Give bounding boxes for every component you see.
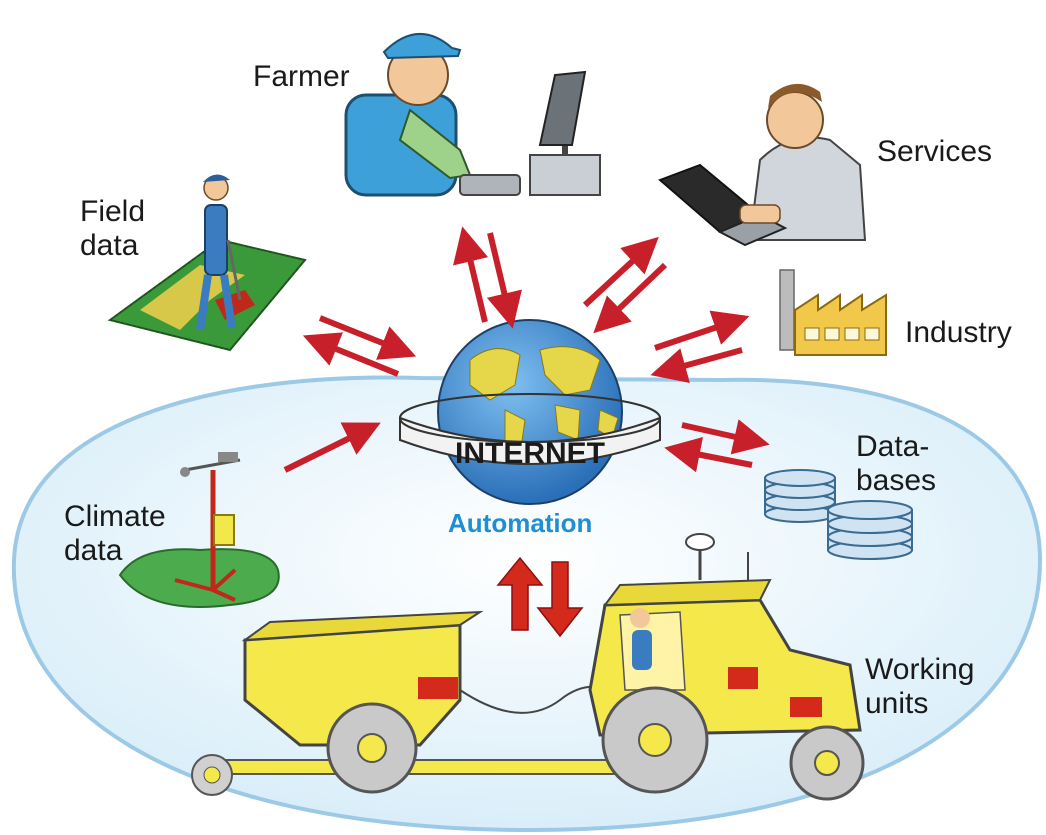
arrow-to-services <box>582 236 659 308</box>
internet-globe <box>437 319 623 505</box>
climate-data-label-line2: data <box>64 534 123 567</box>
arrow-down-automation <box>536 561 584 638</box>
databases-label-line1: Data- <box>856 430 930 463</box>
working-units-label: Working units <box>865 653 974 721</box>
climate-data-label-line1: Climate <box>64 500 166 533</box>
climate-data-label: Climate data <box>64 500 166 568</box>
working-units-label-line2: units <box>865 687 929 720</box>
arrow-from-climate <box>283 422 381 473</box>
databases-label-line2: bases <box>856 464 937 497</box>
industry-icon <box>779 269 887 356</box>
arrow-to-industry <box>654 310 750 351</box>
field-data-label: Field data <box>80 195 145 263</box>
arrow-to-databases <box>681 419 770 455</box>
working-units-label-line1: Working <box>865 653 975 686</box>
arrow-from-field <box>318 315 417 360</box>
climate-station-illustration <box>118 452 280 608</box>
field-data-illustration <box>107 174 307 352</box>
arrow-to-farmer <box>453 226 489 323</box>
automation-label: Automation <box>448 508 593 538</box>
arrow-from-services <box>593 262 668 334</box>
services-illustration <box>658 83 867 247</box>
industry-label: Industry <box>905 316 1012 349</box>
field-data-label-line2: data <box>80 229 139 262</box>
arrow-from-farmer <box>486 232 522 329</box>
databases-icon <box>764 469 913 560</box>
arrow-to-field <box>302 332 400 377</box>
working-units-illustration <box>191 533 865 801</box>
farmer-illustration <box>344 33 601 197</box>
arrow-up-automation <box>496 556 544 631</box>
field-data-label-line1: Field <box>80 195 146 228</box>
services-label: Services <box>877 135 993 168</box>
data-flow-arrows <box>283 226 770 473</box>
internet-label: INTERNET <box>455 437 605 470</box>
arrow-from-databases <box>664 436 753 473</box>
databases-label: Data- bases <box>856 430 936 498</box>
automation-arrows <box>496 556 584 638</box>
arrow-from-industry <box>650 347 743 383</box>
farmer-label: Farmer <box>253 60 350 93</box>
internet-ring <box>399 393 661 465</box>
